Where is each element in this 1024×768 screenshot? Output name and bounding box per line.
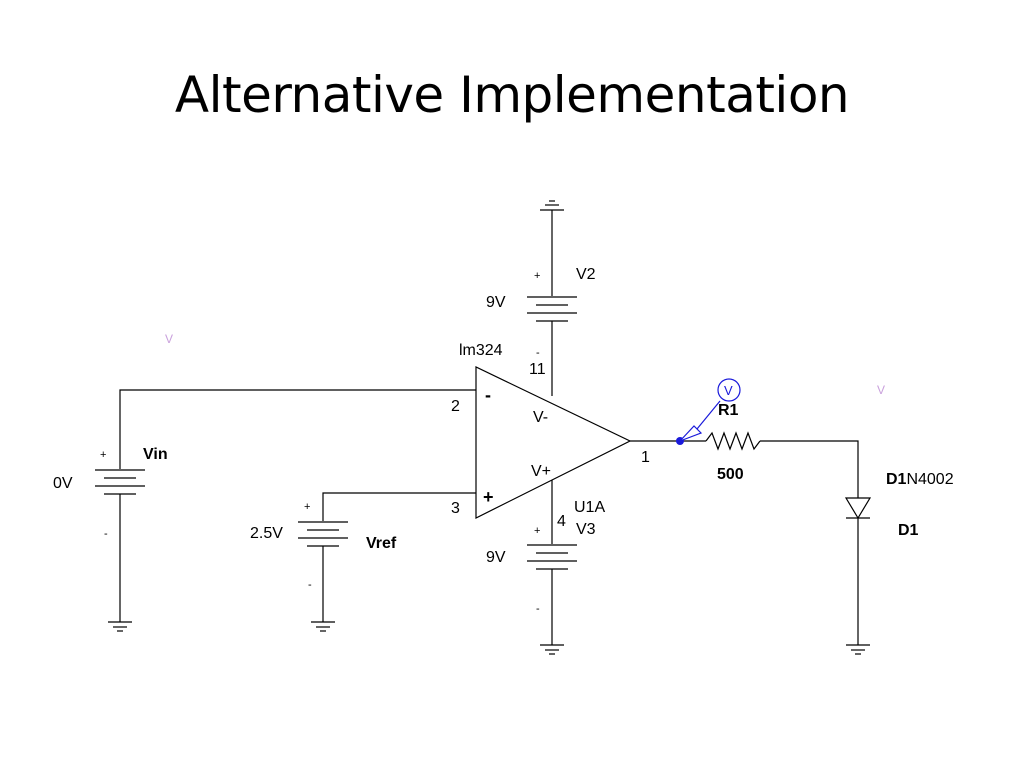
wire-vin-to-inverting [119,389,476,469]
ground-icon [108,621,132,632]
vin-plus: + [100,449,106,461]
resistor-r1: R1 500 [705,402,761,483]
opamp-pin-vneg: 11 [529,361,546,378]
opamp-vneg-label: V- [533,409,548,426]
vref-minus: - [308,579,312,591]
wire-vref-to-noninverting [322,492,476,521]
v3-minus: - [536,603,540,615]
opamp-triangle [475,366,632,519]
ground-icon [540,644,564,655]
vin-minus: - [104,528,108,540]
probe-circle [717,378,741,402]
wire-r1-to-d1 [760,440,859,498]
vin-value: 0V [53,475,73,492]
voltage-probe-icon[interactable]: V [676,378,741,445]
v2-value: 9V [486,294,506,311]
d1-model: D1N4002 [886,471,954,488]
d1-model-rest: N4002 [906,471,953,488]
diode-d1: D1N4002 D1 [844,471,954,655]
vref-plus: + [304,501,310,513]
vref-value: 2.5V [250,525,283,542]
opamp-noninverting-sign: + [483,487,494,507]
ground-icon [846,644,870,655]
ground-icon [311,621,335,632]
opamp-ref-label: U1A [574,499,605,516]
r1-name: R1 [718,402,739,419]
v2-plus: + [534,270,540,282]
opamp-pin-output: 1 [641,449,650,466]
source-v2: + - V2 9V [486,200,596,359]
v3-name: V3 [576,521,596,538]
slide-title: Alternative Implementation [174,66,850,124]
opamp-inverting-sign: - [485,385,491,405]
vref-name: Vref [366,535,397,552]
v3-value: 9V [486,549,506,566]
vin-name: Vin [143,446,168,463]
r1-value: 500 [717,466,744,483]
opamp-vpos-label: V+ [531,463,551,480]
v2-minus: - [536,347,540,359]
d1-name: D1 [898,522,919,539]
probe-ghost-left: V [165,332,173,346]
probe-arrow-icon [679,425,703,442]
v2-name: V2 [576,266,596,283]
opamp-pin-inverting: 2 [451,398,460,415]
probe-ghost-right: V [877,383,885,397]
v3-plus: + [534,525,540,537]
opamp-u1a: - + V- V+ lm324 U1A 2 3 1 11 4 [451,342,650,530]
opamp-part-label: lm324 [459,342,503,359]
probe-symbol: V [724,383,733,398]
d1-model-bold: D1 [886,471,907,488]
resistor-zigzag [705,431,761,451]
opamp-pin-vpos: 4 [557,513,566,530]
source-vref: + - Vref 2.5V [250,501,397,632]
source-v3: + - V3 9V [486,521,596,655]
diode-triangle [844,497,872,520]
source-vin: + - Vin 0V [53,446,168,632]
wires [119,343,859,645]
opamp-pin-noninverting: 3 [451,500,460,517]
ground-icon [540,200,564,211]
